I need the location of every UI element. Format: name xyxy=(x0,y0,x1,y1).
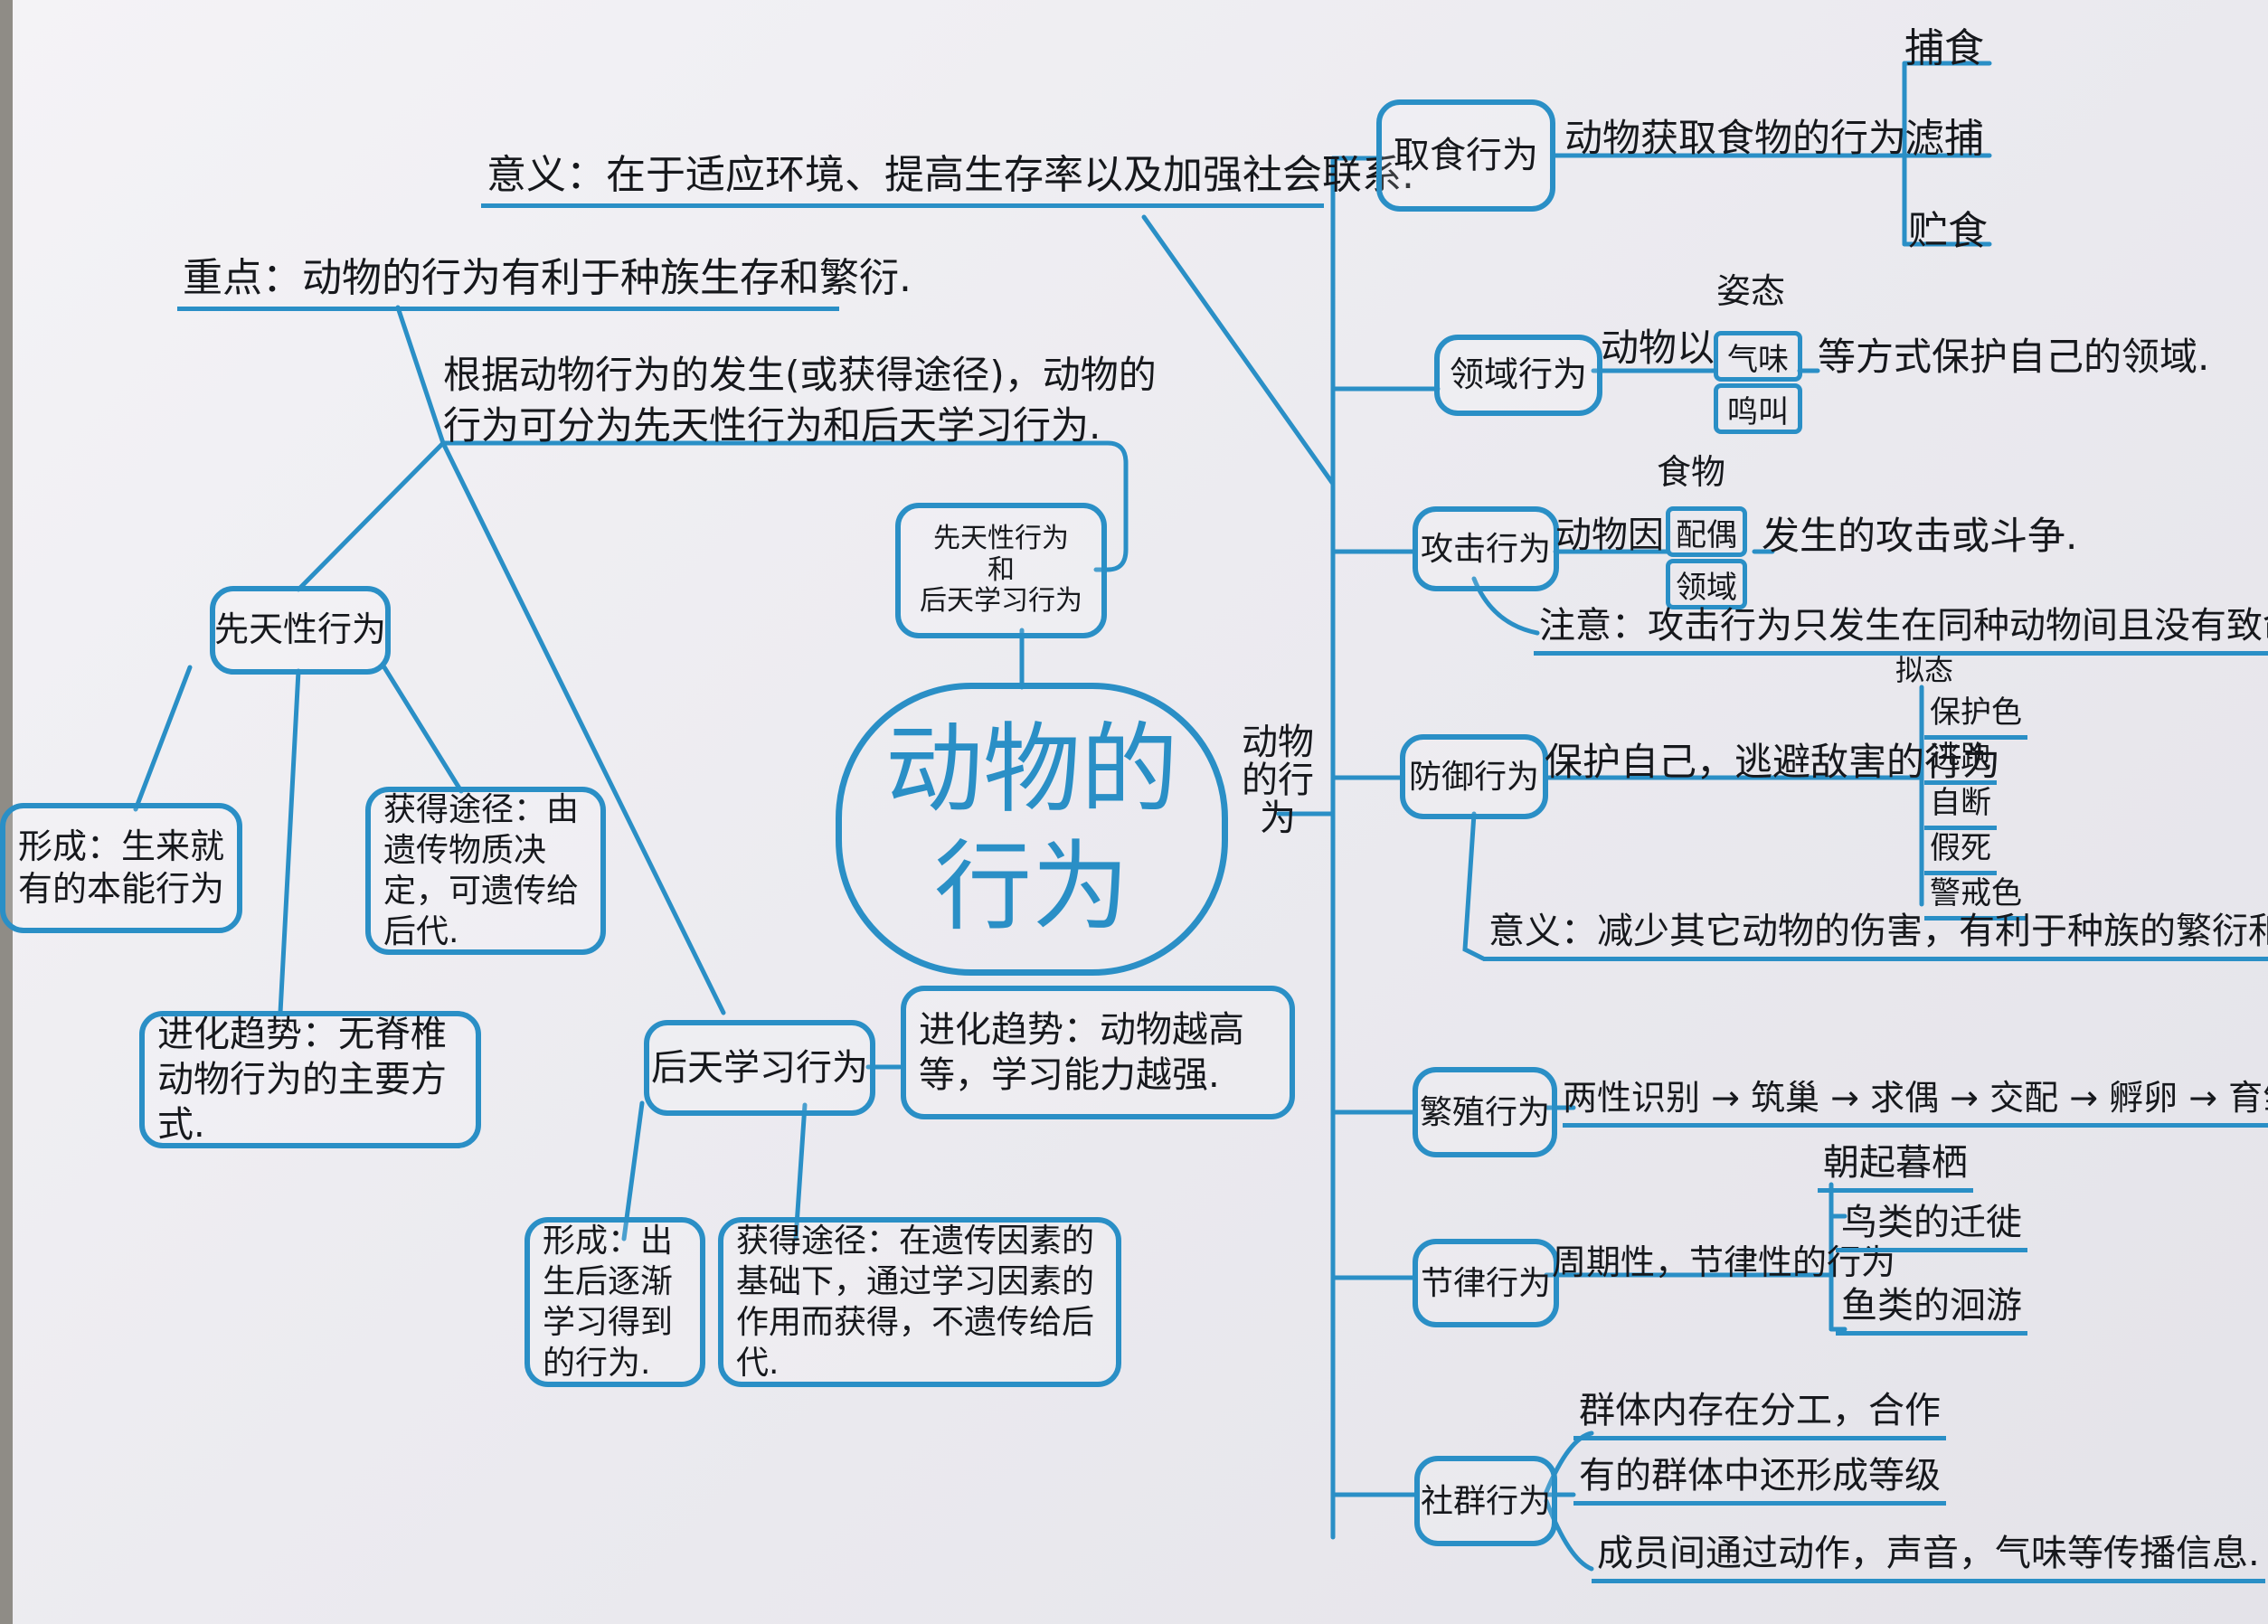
defense-item-5: 假死 xyxy=(1924,830,1997,875)
arrow-icon: → xyxy=(1830,1078,1871,1118)
feeding-item-3: 贮食 xyxy=(1908,208,1988,254)
defense-description: 保护自己，逃避敌害的行为 xyxy=(1545,740,2001,784)
defense-item-6: 警戒色 xyxy=(1924,875,2027,921)
classification-note-line2: 行为可分为先天性行为和后天学习行为. xyxy=(443,403,1101,448)
key-point-text: 重点：动物的行为有利于种族生存和繁衍. xyxy=(177,255,912,311)
defense-item-3: 逃跑 xyxy=(1924,740,1997,785)
social-item-2: 有的群体中还形成等级 xyxy=(1573,1454,1946,1506)
defense-item-2: 保护色 xyxy=(1924,694,2027,740)
reproduction-step-5: 孵卵 xyxy=(2109,1078,2178,1118)
feeding-description: 动物获取食物的行为 xyxy=(1564,116,1907,160)
social-item-1: 群体内存在分工，合作 xyxy=(1573,1389,1946,1440)
attack-reason-1: 食物 xyxy=(1657,452,1726,492)
reproduction-step-4: 交配 xyxy=(1989,1078,2059,1118)
attack-prefix: 动物因 xyxy=(1555,515,1664,556)
top-meaning-text: 意义：在于适应环境、提高生存率以及加强社会联系. xyxy=(481,152,1414,208)
territory-suffix: 等方式保护自己的领域. xyxy=(1818,335,2210,379)
central-title-line2: 行为 xyxy=(933,831,1129,944)
arrow-icon: → xyxy=(1950,1078,1990,1118)
category-box: 先天性行为 和 后天学习行为 xyxy=(895,503,1107,638)
category-line2: 和 xyxy=(988,553,1015,586)
social-item-3: 成员间通过动作，声音，气味等传播信息. xyxy=(1592,1532,2265,1583)
reproduction-step-6: 育雏 xyxy=(2228,1078,2268,1118)
rhythm-item-1: 朝起暮栖 xyxy=(1818,1141,1973,1193)
territory-method-1: 姿态 xyxy=(1716,271,1786,311)
learned-evolution-node: 进化趋势：动物越高等，学习能力越强. xyxy=(901,986,1295,1119)
territory-method-3: 鸣叫 xyxy=(1714,383,1802,434)
rhythm-item-3: 鱼类的洄游 xyxy=(1836,1284,2027,1336)
attack-reason-3: 领域 xyxy=(1666,559,1747,609)
attack-note: 注意：攻击行为只发生在同种动物间且没有致命伤害. xyxy=(1534,604,2268,656)
attack-reason-2: 配偶 xyxy=(1666,506,1747,557)
reproduction-step-2: 筑巢 xyxy=(1751,1078,1820,1118)
defense-meaning: 意义：减少其它动物的伤害，有利于种族的繁衍和生存. xyxy=(1483,910,2268,961)
innate-evolution-node: 进化趋势：无脊椎动物行为的主要方式. xyxy=(139,1011,481,1148)
rhythm-behavior-node: 节律行为 xyxy=(1413,1239,1559,1327)
category-line3: 后天学习行为 xyxy=(920,585,1082,618)
category-line1: 先天性行为 xyxy=(933,523,1069,555)
innate-formation-node: 形成：生来就有的本能行为 xyxy=(0,803,242,933)
central-title-line1: 动物的 xyxy=(884,713,1178,827)
feeding-item-2: 滤捕 xyxy=(1904,116,1984,162)
arrow-icon: → xyxy=(2188,1078,2229,1118)
feeding-behavior-node: 取食行为 xyxy=(1376,99,1555,212)
central-side-label: 动物的行为 xyxy=(1242,722,1314,839)
defense-item-1: 拟态 xyxy=(1895,653,1954,687)
learned-acquisition-node: 获得途径：在遗传因素的基础下，通过学习因素的作用而获得，不遗传给后代. xyxy=(718,1217,1121,1387)
reproduction-step-3: 求偶 xyxy=(1870,1078,1940,1118)
central-topic: 动物的 行为 xyxy=(836,683,1228,976)
attack-suffix: 发生的攻击或斗争. xyxy=(1762,514,2078,558)
territory-behavior-node: 领域行为 xyxy=(1434,335,1602,416)
innate-acquisition-node: 获得途径：由遗传物质决定，可遗传给后代. xyxy=(365,787,606,955)
learned-behavior-node: 后天学习行为 xyxy=(644,1020,875,1116)
defense-item-4: 自断 xyxy=(1924,785,1997,830)
feeding-item-1: 捕食 xyxy=(1904,25,1984,71)
arrow-icon: → xyxy=(1711,1078,1752,1118)
innate-behavior-node: 先天性行为 xyxy=(210,586,391,675)
territory-prefix: 动物以 xyxy=(1601,326,1715,370)
defense-behavior-node: 防御行为 xyxy=(1400,734,1548,819)
reproduction-steps: 两性识别 → 筑巢 → 求偶 → 交配 → 孵卵 → 育雏 xyxy=(1563,1078,2268,1128)
social-behavior-node: 社群行为 xyxy=(1414,1456,1557,1546)
attack-behavior-node: 攻击行为 xyxy=(1413,506,1559,591)
rhythm-item-2: 鸟类的迁徙 xyxy=(1836,1201,2027,1252)
territory-method-2: 气味 xyxy=(1714,331,1802,382)
arrow-icon: → xyxy=(2069,1078,2110,1118)
classification-note-line1: 根据动物行为的发生(或获得途径)，动物的 xyxy=(443,353,1157,397)
reproduction-behavior-node: 繁殖行为 xyxy=(1413,1067,1557,1157)
reproduction-step-1: 两性识别 xyxy=(1563,1078,1701,1118)
learned-formation-node: 形成：出生后逐渐学习得到的行为. xyxy=(524,1217,705,1387)
